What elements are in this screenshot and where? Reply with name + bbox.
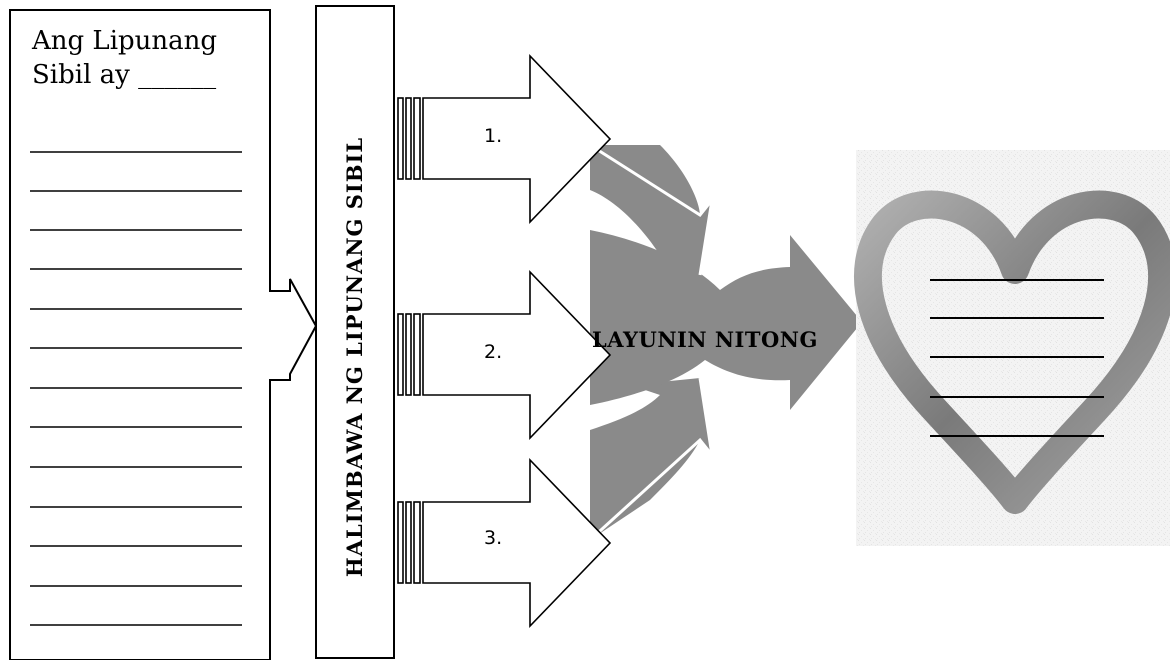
example-arrow-3: [397, 458, 612, 628]
example-arrow-1: [397, 54, 612, 224]
converging-arrows-graphic: [588, 143, 862, 542]
heart-answer-lines: [930, 279, 1104, 437]
example-number-1: 1.: [484, 125, 503, 147]
definition-box: [9, 9, 318, 660]
heart-outline: [854, 190, 1170, 514]
example-number-3: 3.: [484, 527, 503, 549]
definition-text: Ang Lipunang Sibil ay ______: [32, 26, 218, 90]
definition-answer-lines: [30, 151, 242, 626]
vertical-label-bar: [315, 5, 395, 659]
vertical-label: HALIMBAWA NG LIPUNANG SIBIL: [342, 136, 367, 578]
goal-label: LAYUNIN NITONG: [592, 327, 818, 352]
example-arrow-2: [397, 270, 612, 440]
example-number-2: 2.: [484, 341, 503, 363]
